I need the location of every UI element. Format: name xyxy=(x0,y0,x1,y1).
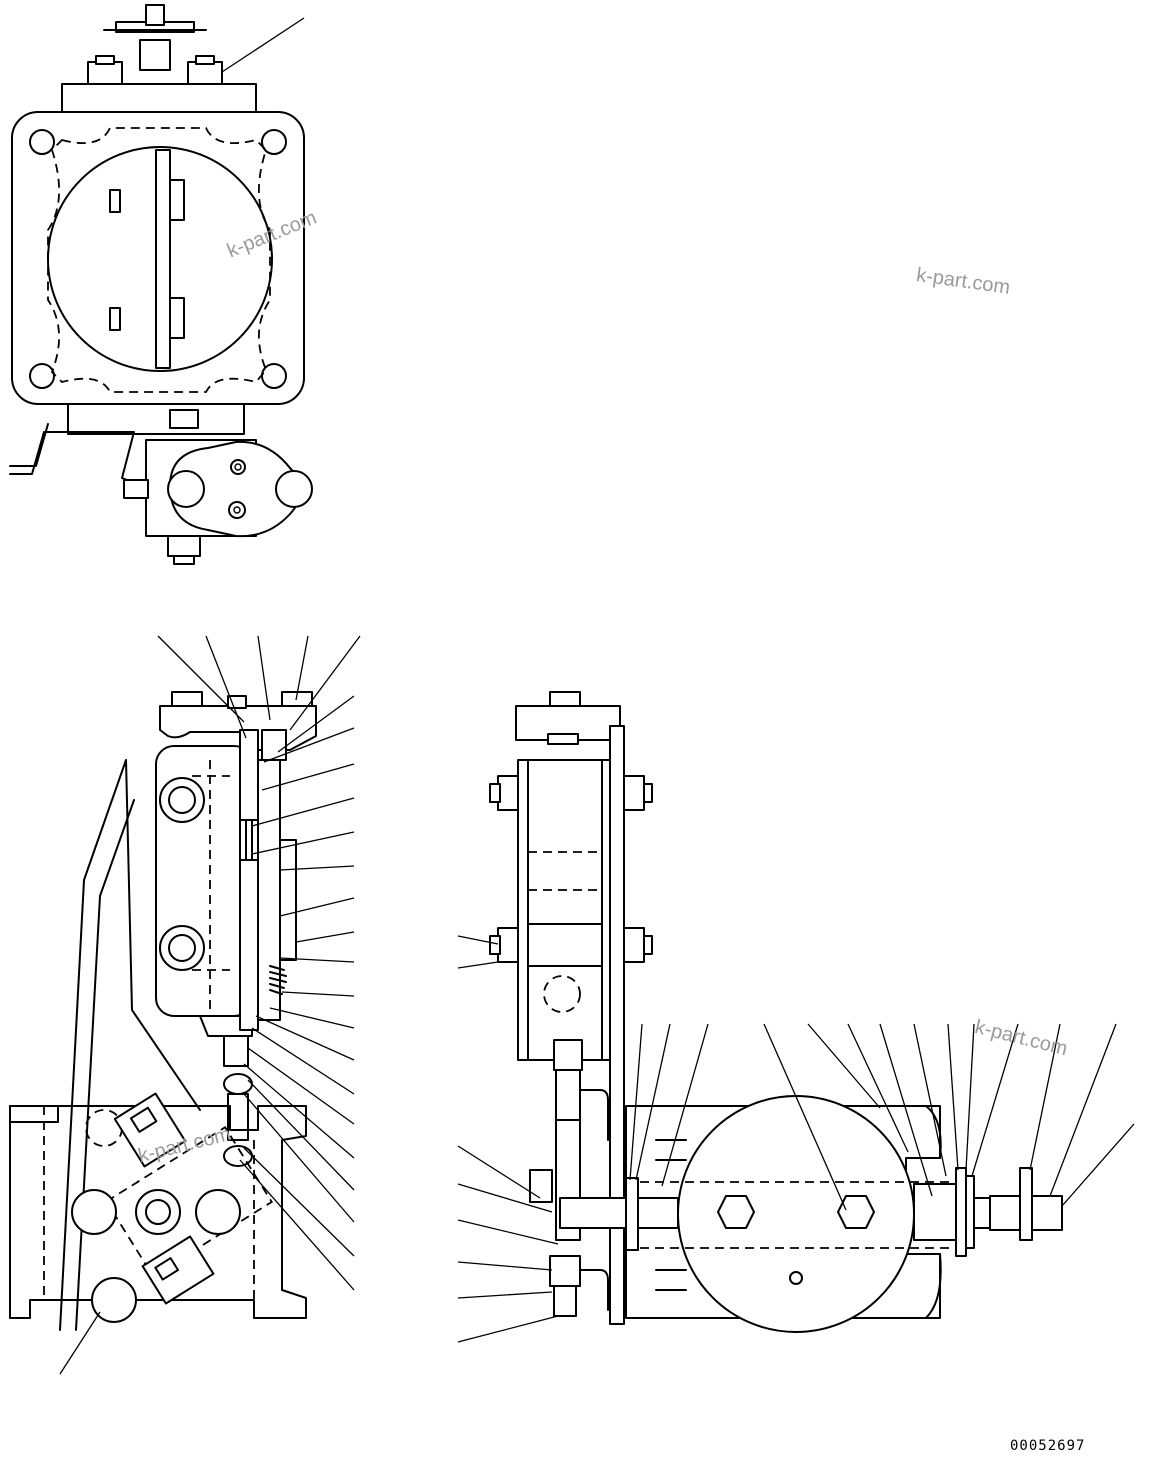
drawing-number: 00052697 xyxy=(1010,1438,1086,1454)
valve-front-view xyxy=(10,5,312,564)
valve-top-view xyxy=(458,692,1134,1342)
valve-side-view xyxy=(10,636,360,1374)
